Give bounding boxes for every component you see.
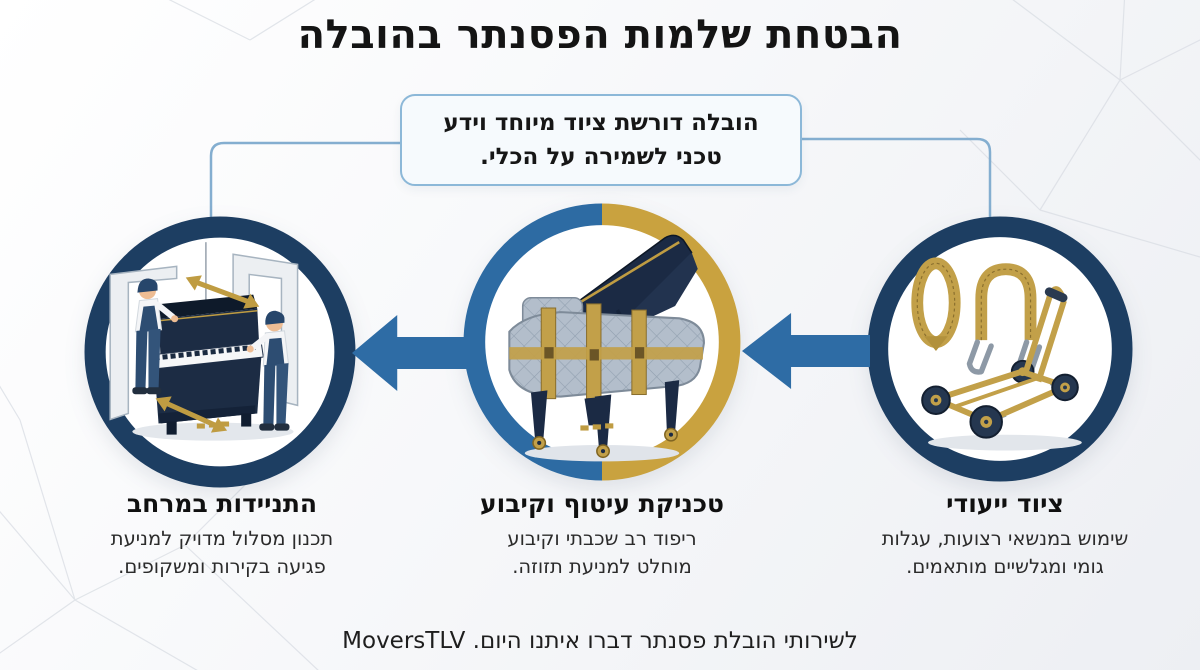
step-label-dedicated-equipment: ציוד ייעודי שימוש במנשאי רצועות, עגלות ג… bbox=[855, 489, 1155, 580]
step-body: תכנון מסלול מדויק למניעת פגיעה בקירות ומ… bbox=[110, 527, 334, 578]
wrapped-grand-piano-illustration bbox=[463, 203, 741, 481]
step-label-space-navigation: התניידות במרחב תכנון מסלול מדויק למניעת … bbox=[72, 489, 372, 580]
left-arrow-icon bbox=[742, 313, 870, 389]
step-heading: ציוד ייעודי bbox=[946, 489, 1064, 518]
callout-box: הובלה דורשת ציוד מיוחד וידע טכני לשמירה … bbox=[400, 94, 802, 186]
lifting-straps-and-dolly-illustration bbox=[867, 216, 1133, 482]
step-body: שימוש במנשאי רצועות, עגלות גומי ומגלשיים… bbox=[881, 527, 1129, 578]
movers-carrying-upright-piano-illustration bbox=[84, 216, 356, 488]
callout-text: הובלה דורשת ציוד מיוחד וידע טכני לשמירה … bbox=[443, 109, 759, 171]
step-body: ריפוד רב שכבתי וקיבוע מוחלט למניעת תזוזה… bbox=[507, 527, 697, 578]
left-arrow-icon bbox=[352, 315, 470, 391]
step-label-wrapping-technique: טכניקת עיטוף וקיבוע ריפוד רב שכבתי וקיבו… bbox=[452, 489, 752, 580]
step-heading: טכניקת עיטוף וקיבוע bbox=[480, 489, 724, 518]
page-title: הבטחת שלמות הפסנתר בהובלה bbox=[297, 12, 903, 58]
step-heading: התניידות במרחב bbox=[126, 489, 318, 518]
footer-cta: לשירותי הובלת פסנתר דברו איתנו היום. Mov… bbox=[342, 628, 858, 654]
